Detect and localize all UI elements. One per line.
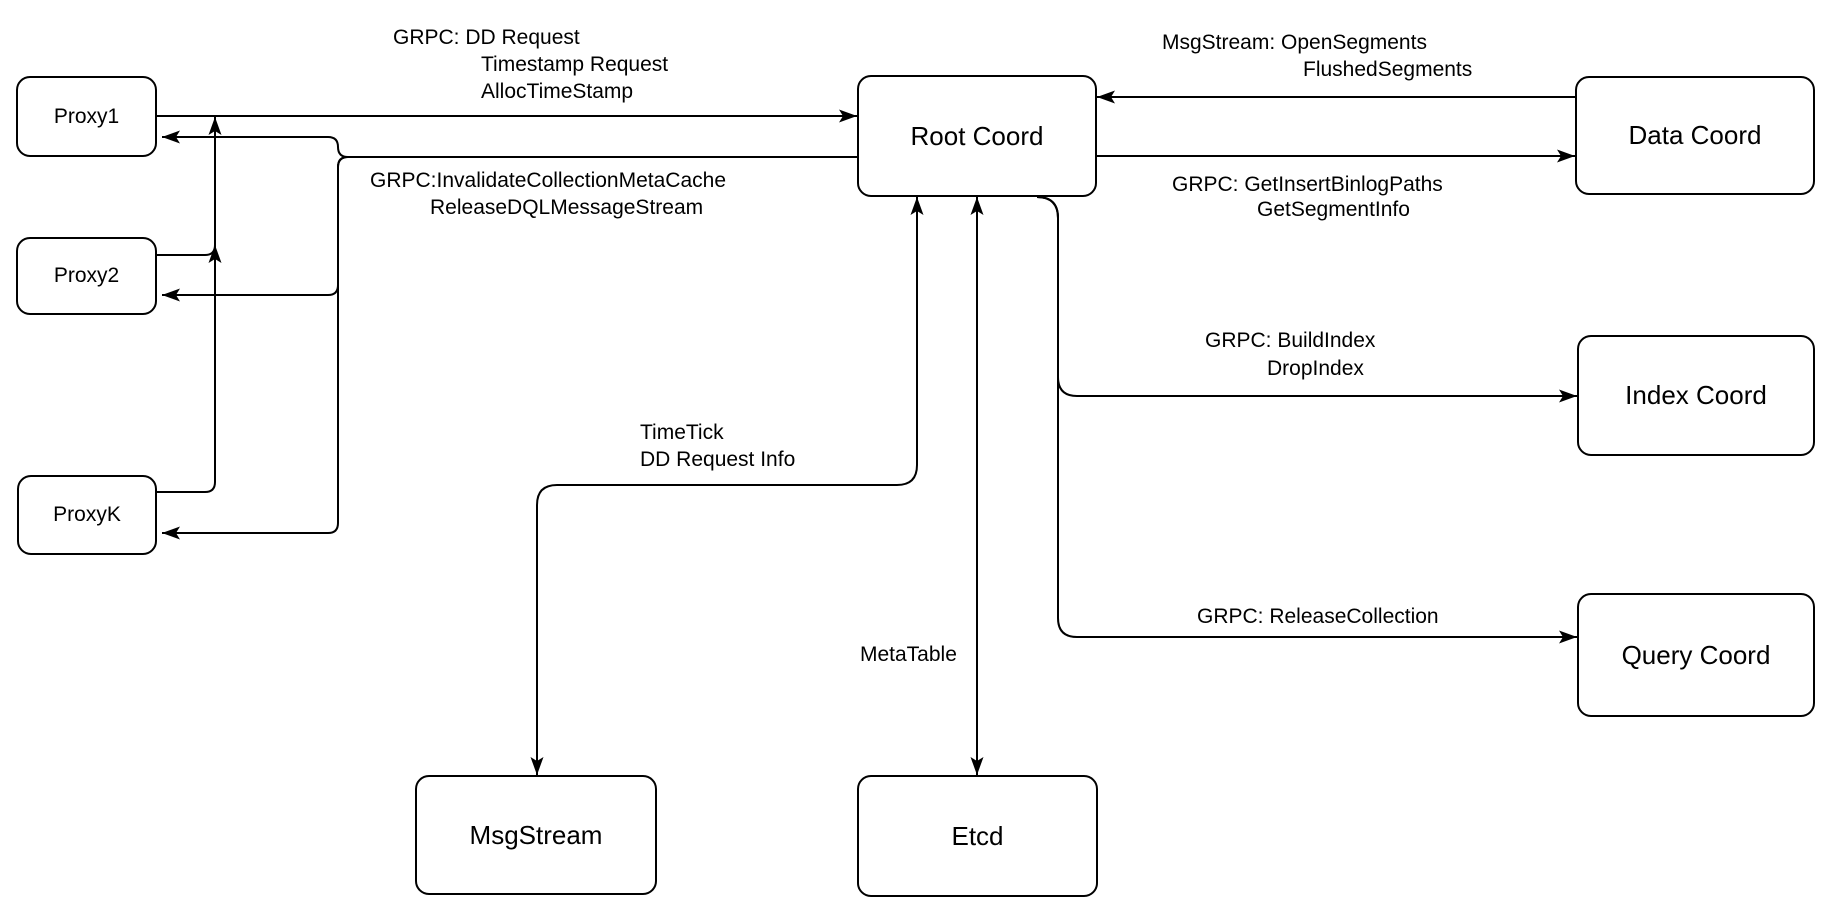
node-msgstream-label: MsgStream [469,819,603,850]
node-proxyk-label: ProxyK [53,503,121,526]
label-open-segments-1: MsgStream: OpenSegments [1162,31,1427,54]
node-rootcoord-label: Root Coord [910,120,1044,151]
node-etcd: Etcd [857,775,1098,897]
node-etcd-label: Etcd [951,820,1004,851]
label-dd-request-2: Timestamp Request [481,53,669,76]
node-datacoord-label: Data Coord [1628,120,1762,150]
label-invalidate-1: GRPC:InvalidateCollectionMetaCache [370,169,727,192]
label-dd-request-1: GRPC: DD Request [393,26,580,49]
node-indexcoord: Index Coord [1577,335,1815,456]
node-proxy1-label: Proxy1 [53,104,120,128]
label-build-index-1: GRPC: BuildIndex [1205,329,1376,352]
edge-proxyk-merge-up [157,245,222,493]
node-indexcoord-label: Index Coord [1625,380,1767,410]
label-release-collection: GRPC: ReleaseCollection [1197,605,1439,628]
node-proxy2: Proxy2 [16,237,157,315]
label-invalidate-2: ReleaseDQLMessageStream [430,196,704,219]
node-querycoord-label: Query Coord [1621,639,1771,670]
edge-rootcoord-to-proxyk [162,156,857,540]
label-timetick-1: TimeTick [640,421,724,444]
node-querycoord: Query Coord [1577,593,1815,717]
node-msgstream: MsgStream [415,775,657,895]
node-rootcoord: Root Coord [857,75,1097,197]
label-get-insert-1: GRPC: GetInsertBinlogPaths [1172,173,1443,196]
label-build-index-2: DropIndex [1267,357,1364,380]
label-metatable: MetaTable [860,643,957,666]
edge-rootcoord-to-proxy1 [162,130,857,158]
edge-rootcoord-to-querycoord [1036,196,1577,644]
edge-rootcoord-msgstream [530,197,924,775]
label-dd-request-3: AllocTimeStamp [481,80,634,103]
node-proxyk: ProxyK [17,475,157,555]
label-open-segments-2: FlushedSegments [1303,58,1473,81]
label-timetick-2: DD Request Info [640,448,796,471]
node-datacoord: Data Coord [1575,76,1815,195]
label-get-insert-2: GetSegmentInfo [1257,198,1410,221]
node-proxy1: Proxy1 [16,76,157,157]
node-proxy2-label: Proxy2 [53,264,120,287]
